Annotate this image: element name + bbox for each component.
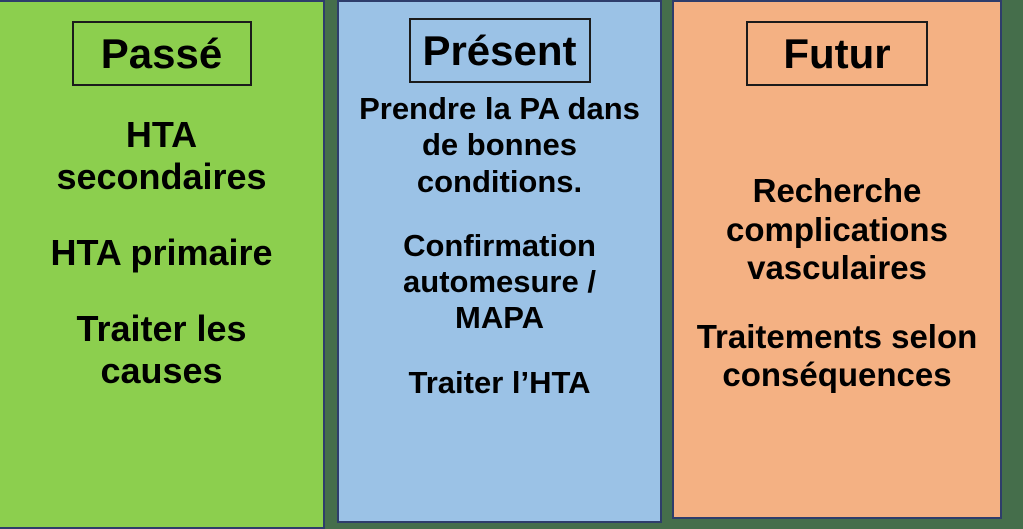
panel-present-block-2: Confirmation automesure / MAPA (339, 228, 660, 337)
panel-present-block-1: Prendre la PA dans de bonnes conditions. (339, 91, 660, 200)
text-line: Traiter les (76, 308, 247, 350)
text-line: Recherche (752, 172, 922, 209)
text-line: Traitements selon (696, 317, 978, 355)
panel-present: Présent Prendre la PA dans de bonnes con… (337, 0, 662, 523)
text-line: automesure / (403, 264, 596, 300)
text-line: complications (726, 210, 948, 248)
text-line: Prendre la PA dans (359, 91, 640, 126)
text-line: MAPA (455, 300, 544, 336)
panel-future-block-2: Traitements selon conséquences (674, 318, 1000, 395)
panel-future-title: Futur (783, 29, 891, 77)
text-line: vasculaires (747, 249, 927, 287)
panel-present-block-3: Traiter l’HTA (339, 365, 660, 401)
panel-future-title-box: Futur (746, 21, 928, 86)
text-line: secondaires (56, 156, 267, 198)
text-line: Traiter l’HTA (408, 364, 591, 400)
panel-present-title-box: Présent (408, 18, 591, 83)
panel-past: Passé HTA secondaires HTA primaire Trait… (0, 0, 325, 529)
panel-past-title-box: Passé (71, 21, 252, 86)
panel-past-block-1: HTA secondaires (0, 114, 323, 198)
panel-past-block-3: Traiter les causes (0, 308, 323, 392)
text-line: Confirmation (403, 227, 596, 263)
text-line: causes (100, 350, 223, 392)
text-line: HTA primaire (50, 232, 273, 274)
panel-future: Futur Recherche complications vasculaire… (672, 0, 1002, 519)
text-line: conditions. (416, 163, 583, 199)
text-line: HTA (125, 114, 198, 155)
text-line: conséquences (722, 356, 952, 394)
panel-present-title: Présent (422, 26, 577, 74)
panel-future-block-1: Recherche complications vasculaires (674, 172, 1000, 288)
panel-past-title: Passé (100, 29, 223, 77)
panel-past-block-2: HTA primaire (0, 232, 323, 274)
text-line: de bonnes (421, 127, 577, 163)
